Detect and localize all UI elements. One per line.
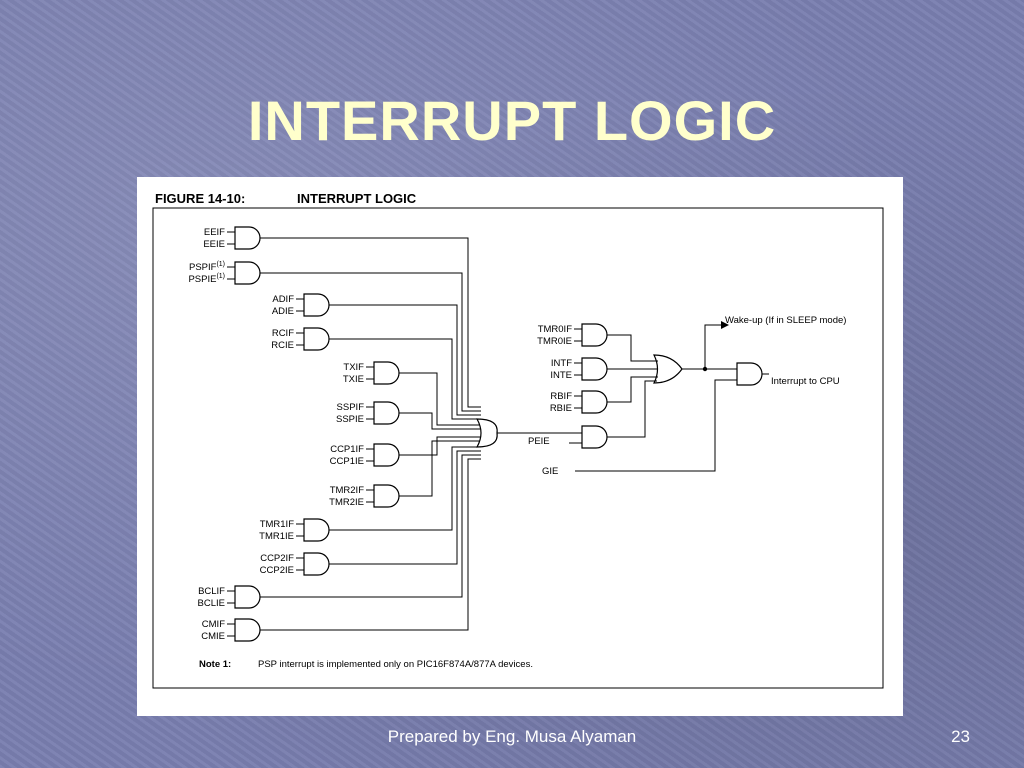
flag-label-intf: INTF bbox=[551, 358, 572, 369]
gate-output-wire bbox=[329, 338, 481, 420]
flag-label-rcif: RCIF bbox=[272, 328, 294, 339]
and-gate-intf bbox=[581, 357, 608, 381]
flag-label-bclif: BCLIF bbox=[198, 586, 225, 597]
and-gate-rcif bbox=[303, 327, 330, 351]
and-gate-sspif bbox=[373, 401, 400, 425]
flag-label-bclie: BCLIE bbox=[198, 598, 225, 609]
and-gate-tmr0if bbox=[581, 323, 608, 347]
gate-output-wire bbox=[260, 454, 481, 598]
gate-output-wire bbox=[329, 304, 481, 416]
gate-output-wire bbox=[399, 412, 481, 430]
flag-label-tmr2ie: TMR2IE bbox=[329, 497, 364, 508]
and-gate-txif bbox=[373, 361, 400, 385]
or-gate-core bbox=[653, 354, 683, 384]
and-gate-cmif bbox=[234, 618, 261, 642]
flag-label-sspif: SSPIF bbox=[337, 402, 365, 413]
flag-label-ccp2ie: CCP2IE bbox=[260, 565, 294, 576]
and-gate-rbif bbox=[581, 390, 608, 414]
gate-output-wire bbox=[329, 446, 481, 531]
gate-output-wire bbox=[260, 237, 481, 408]
flag-label-rcie: RCIE bbox=[271, 340, 294, 351]
and-gate-ccp2if bbox=[303, 552, 330, 576]
note-text: PSP interrupt is implemented only on PIC… bbox=[258, 659, 533, 670]
flag-label-inte: INTE bbox=[550, 370, 572, 381]
flag-label-adie: ADIE bbox=[272, 306, 294, 317]
flag-label-cmie: CMIE bbox=[201, 631, 225, 642]
figure-caption-title: INTERRUPT LOGIC bbox=[297, 191, 417, 206]
wakeup-wire bbox=[704, 324, 721, 369]
flag-label-txif: TXIF bbox=[343, 362, 364, 373]
wakeup-label: Wake-up (If in SLEEP mode) bbox=[725, 315, 846, 326]
slide-title: INTERRUPT LOGIC bbox=[247, 89, 777, 152]
flag-label-eeie: EEIE bbox=[203, 239, 225, 250]
and-gate-tmr1if bbox=[303, 518, 330, 542]
and-gate-ccp1if bbox=[373, 443, 400, 467]
and-gate-gie bbox=[736, 362, 763, 386]
peie-output-wire bbox=[607, 380, 657, 438]
flag-label-tmr1if: TMR1IF bbox=[260, 519, 295, 530]
flag-label-tmr0ie: TMR0IE bbox=[537, 336, 572, 347]
interrupt-to-cpu-label: Interrupt to CPU bbox=[771, 376, 840, 387]
figure-frame bbox=[152, 207, 884, 689]
gate-output-wire bbox=[399, 436, 481, 456]
flag-label-txie: TXIE bbox=[343, 374, 364, 385]
flag-label-tmr1ie: TMR1IE bbox=[259, 531, 294, 542]
gate-output-wire bbox=[399, 440, 481, 497]
gie-label: GIE bbox=[542, 466, 558, 477]
flag-label-rbie: RBIE bbox=[550, 403, 572, 414]
peripheral-or-gate bbox=[475, 418, 498, 448]
and-gate-peie bbox=[581, 425, 608, 449]
gate-output-wire bbox=[399, 372, 481, 426]
flag-label-eeif: EEIF bbox=[204, 227, 225, 238]
gate-output-wire bbox=[260, 272, 481, 412]
gate-output-wire bbox=[329, 450, 481, 565]
footnote-mark: (1) bbox=[216, 273, 225, 280]
and-gate-tmr2if bbox=[373, 484, 400, 508]
rb-output-wire bbox=[607, 376, 658, 403]
flag-label-pspie: PSPIE(1) bbox=[188, 273, 225, 285]
wakeup-arrow bbox=[721, 321, 729, 329]
and-gate-pspif bbox=[234, 261, 261, 285]
footnote-mark: (1) bbox=[216, 261, 225, 268]
tmr0-output-wire bbox=[607, 334, 658, 362]
flag-label-ccp1if: CCP1IF bbox=[330, 444, 364, 455]
footer-author: Prepared by Eng. Musa Alyaman bbox=[387, 727, 637, 746]
note-label: Note 1: bbox=[199, 659, 231, 670]
flag-label-cmif: CMIF bbox=[202, 619, 225, 630]
flag-label-adif: ADIF bbox=[272, 294, 294, 305]
flag-label-pspif: PSPIF(1) bbox=[189, 261, 225, 273]
page-number: 23 bbox=[951, 727, 970, 746]
and-gate-adif bbox=[303, 293, 330, 317]
flag-label-ccp2if: CCP2IF bbox=[260, 553, 294, 564]
flag-label-rbif: RBIF bbox=[550, 391, 572, 402]
flag-label-sspie: SSPIE bbox=[336, 414, 364, 425]
gate-output-wire bbox=[260, 458, 481, 631]
flag-label-tmr0if: TMR0IF bbox=[538, 324, 573, 335]
and-gate-bclif bbox=[234, 585, 261, 609]
gie-wire bbox=[575, 379, 737, 472]
or-gate-peripheral bbox=[475, 418, 498, 448]
flag-label-tmr2if: TMR2IF bbox=[330, 485, 365, 496]
figure-caption-number: FIGURE 14-10: bbox=[155, 191, 245, 206]
flag-label-ccp1ie: CCP1IE bbox=[330, 456, 364, 467]
peie-label: PEIE bbox=[528, 436, 550, 447]
and-gate-eeif bbox=[234, 226, 261, 250]
